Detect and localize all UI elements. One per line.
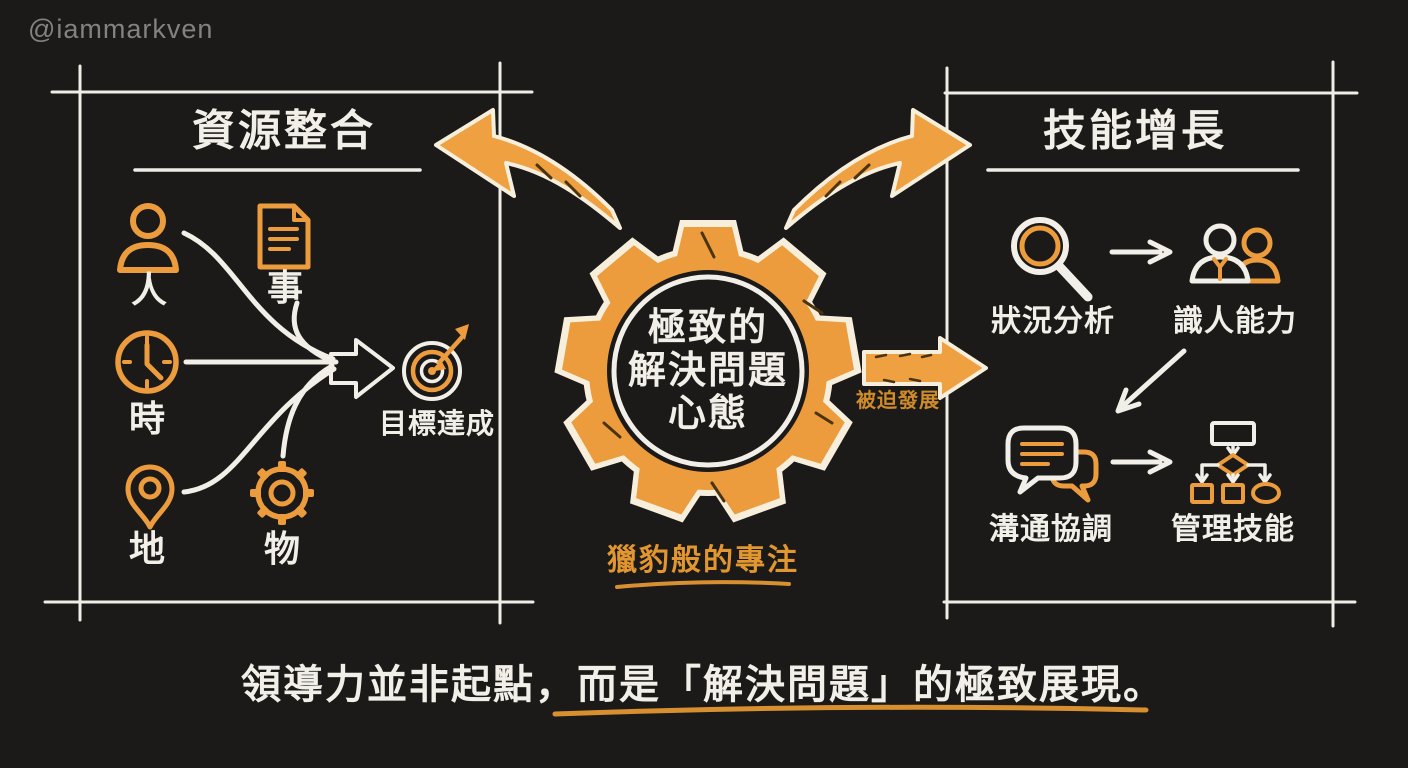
arrow-right-bottom-icon	[1110, 449, 1173, 475]
target-icon	[402, 324, 469, 401]
document-icon	[257, 203, 311, 270]
arrow-diagonal-icon	[1115, 348, 1187, 414]
watermark: @iammarkven	[28, 14, 214, 44]
people-skill-label: 識人能力	[1173, 305, 1297, 338]
communication-label: 溝通協調	[989, 513, 1113, 546]
curved-arrow-right-icon	[784, 108, 972, 230]
situation-analysis-label: 狀況分析	[991, 305, 1115, 338]
document-label: 事	[266, 267, 304, 308]
people-icon	[1189, 223, 1281, 284]
resource-flow-curves	[181, 230, 339, 495]
pin-label: 地	[128, 528, 166, 569]
person-icon	[117, 203, 179, 273]
gear-text-line-1: 極致的	[647, 307, 769, 349]
gear-small-label: 物	[263, 528, 301, 569]
focus-caption: 獵豹般的專注	[607, 544, 799, 577]
goal-arrow-icon	[329, 338, 395, 399]
left-box-title: 資源整合	[192, 107, 376, 156]
forced-growth-label: 被迫發展	[856, 390, 940, 412]
clock-icon	[115, 330, 179, 394]
footer-underline	[552, 704, 1149, 717]
goal-label: 目標達成	[378, 408, 496, 439]
right-box-title: 技能增長	[1043, 107, 1227, 156]
arrow-right-top-icon	[1109, 239, 1173, 265]
magnifier-icon	[1011, 217, 1093, 302]
management-label: 管理技能	[1171, 513, 1295, 546]
curved-arrow-left-icon	[434, 108, 622, 230]
forced-growth-arrow-icon	[862, 336, 988, 400]
clock-label: 時	[128, 398, 166, 439]
chat-icon	[1005, 425, 1099, 503]
focus-underline	[615, 580, 791, 589]
person-label: 人	[130, 269, 168, 310]
flowchart-icon	[1190, 421, 1281, 504]
footer-text: 領導力並非起點，而是「解決問題」的極致展現。	[241, 663, 1165, 707]
gear-icon	[552, 220, 864, 527]
gear-small-icon	[250, 461, 314, 525]
pin-icon	[125, 464, 175, 530]
gear-text-line-2: 解決問題	[627, 350, 789, 392]
gear-text-line-3: 心態	[667, 393, 749, 435]
